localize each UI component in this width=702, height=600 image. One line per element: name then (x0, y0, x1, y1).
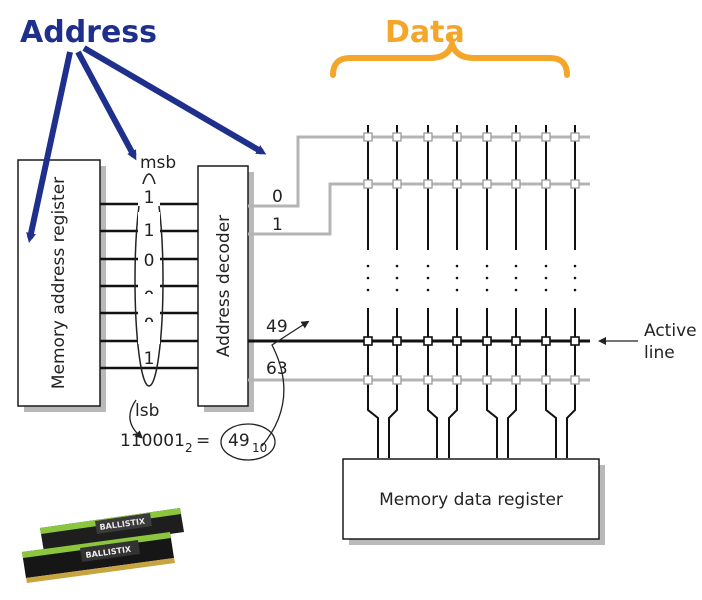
memory-address-register (17, 159, 101, 407)
equals-sign: = (196, 431, 210, 451)
address-decoder-label: Address decoder (214, 215, 234, 357)
msb-label: msb (140, 153, 176, 173)
lsb-label: lsb (135, 401, 159, 421)
decimal-value: 49 (228, 431, 250, 451)
data-register-bus (367, 398, 576, 458)
bit-columns (367, 125, 576, 398)
address-bits: 1 1 0 0 0 1 (138, 184, 160, 369)
memory-data-register-label: Memory data register (379, 490, 563, 510)
word-lines (248, 135, 590, 382)
binary-subscript: 2 (185, 441, 193, 455)
ram-modules-picture: BALLISTIX BALLISTIX (22, 508, 184, 583)
decimal-circle (220, 423, 276, 461)
address-bit: 1 (144, 221, 155, 241)
ellipsis-dots (366, 264, 577, 292)
memory-address-register-label: Memory address register (49, 177, 69, 389)
address-bit: 0 (144, 251, 155, 271)
memory-cells-gray (363, 132, 580, 385)
active-line-label-2: line (644, 343, 675, 363)
word-line-label-63: 63 (266, 359, 288, 379)
active-line-label-1: Active (644, 321, 697, 341)
address-bits-ellipse (134, 173, 164, 387)
memory-data-register (342, 458, 600, 540)
conversion-equation: 110001 2 = 49 10 (120, 423, 276, 461)
data-brace (330, 33, 570, 78)
address-bit: 1 (144, 188, 155, 208)
binary-value: 110001 (120, 431, 185, 451)
decimal-to-line-arrow (261, 320, 310, 447)
word-line-label-1: 1 (272, 215, 283, 235)
decimal-subscript: 10 (252, 441, 267, 455)
word-line-label-0: 0 (272, 187, 283, 207)
address-title: Address (20, 15, 157, 50)
address-bit: 1 (144, 349, 155, 369)
lsb-arrow (129, 399, 143, 439)
memory-cells-active (363, 336, 580, 346)
address-arrows (26, 45, 267, 243)
word-line-label-49: 49 (266, 317, 288, 337)
